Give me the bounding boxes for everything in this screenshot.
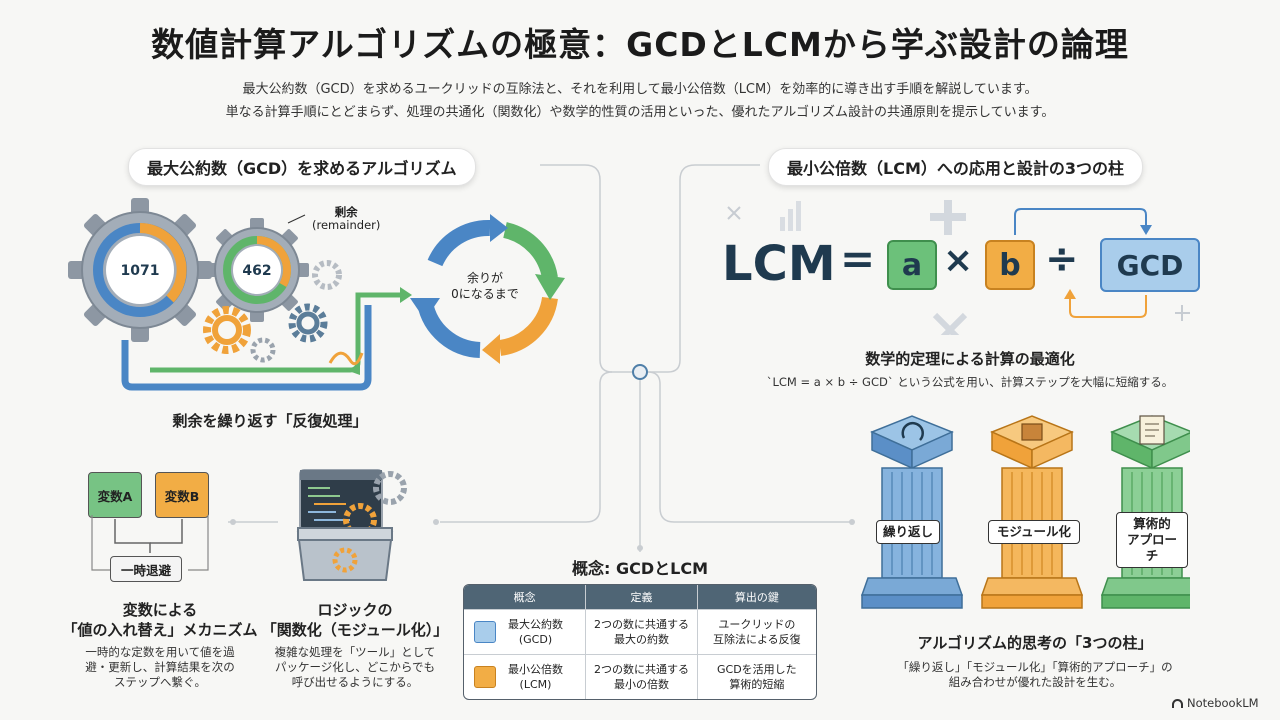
gear-a-value: 1071	[121, 263, 160, 279]
cycle-label: 余りが 0になるまで	[451, 271, 519, 301]
gear-small-blue-icon	[288, 303, 328, 343]
row-lcm-concept: 最小公倍数	[508, 663, 563, 676]
gcd-section-header: 最大公約数（GCD）を求めるアルゴリズム	[128, 148, 476, 186]
pillar-label-arith: 算術的 アプローチ	[1116, 512, 1188, 568]
pillars-description: 「繰り返し」「モジュール化」「算術的アプローチ」の 組み合わせが優れた設計を生む…	[897, 660, 1173, 689]
a-box: a	[887, 240, 937, 290]
toolbox-icon	[296, 469, 407, 581]
remainder-label: 剰余 (remainder)	[312, 205, 381, 232]
header-key: 算出の鍵	[696, 585, 816, 609]
row-lcm-key: GCDを活用した	[716, 663, 797, 676]
pillar-blue-icon	[860, 415, 964, 609]
gears-illustration: 1071 462	[68, 198, 412, 391]
var-a-box: 変数A	[88, 472, 142, 518]
concept-table: 概念 定義 算出の鍵 最大公約数(GCD) 2つの数に共通する最大の約数 ユーク…	[463, 584, 817, 700]
times-sign: ×	[943, 240, 974, 281]
row-gcd-concept: 最大公約数	[508, 618, 563, 631]
lcm-section-header: 最小公倍数（LCM）への応用と設計の3つの柱	[768, 148, 1143, 186]
cycle-arrows-icon	[410, 214, 565, 364]
gcd-caption: 剰余を繰り返す「反復処理」	[172, 412, 368, 430]
table-header: 概念 定義 算出の鍵	[464, 585, 816, 609]
gear-b-value: 462	[242, 263, 271, 279]
header-definition: 定義	[585, 585, 696, 609]
temp-box: 一時退避	[110, 556, 182, 582]
b-box: b	[985, 240, 1035, 290]
gear-large-icon	[68, 198, 212, 342]
swap-arrows	[91, 515, 209, 571]
variables-caption: 変数による 「値の入れ替え」メカニズム	[62, 601, 258, 639]
pillar-orange-icon	[980, 415, 1084, 609]
header-concept: 概念	[513, 591, 536, 604]
formula-background	[727, 200, 1190, 335]
gear-small-grey2-icon	[250, 337, 276, 363]
cube-orange-icon	[474, 666, 496, 688]
gear-medium-icon	[205, 218, 309, 322]
table-row: 最大公約数(GCD) 2つの数に共通する最大の約数 ユークリッドの互除法による反…	[464, 609, 816, 654]
brand-badge: NotebookLM	[1172, 696, 1259, 710]
gcd-box: GCD	[1100, 238, 1200, 292]
row-gcd-def: 2つの数に共通する	[594, 618, 690, 631]
notebooklm-icon	[1172, 698, 1183, 708]
equals-sign: =	[840, 234, 876, 283]
function-caption: ロジックの 「関数化（モジュール化）」	[261, 601, 449, 639]
table-row: 最小公倍数(LCM) 2つの数に共通する最小の倍数 GCDを活用した算術的短縮	[464, 654, 816, 699]
lcm-label: LCM	[722, 236, 836, 292]
row-gcd-key: ユークリッドの	[718, 618, 796, 631]
pillar-label-repeat: 繰り返し	[876, 520, 940, 544]
subtitle-line-1: 最大公約数（GCD）を求めるユークリッドの互除法と、それを利用して最小公倍数（L…	[242, 82, 1038, 97]
var-b-box: 変数B	[155, 472, 209, 518]
pillars-caption: アルゴリズム的思考の「3つの柱」	[917, 634, 1153, 652]
cube-blue-icon	[474, 621, 496, 643]
page-title: 数値計算アルゴリズムの極意：GCDとLCMから学ぶ設計の論理	[151, 25, 1129, 64]
lcm-caption: 数学的定理による計算の最適化	[865, 350, 1075, 368]
row-lcm-def: 2つの数に共通する	[594, 663, 690, 676]
hub-node	[632, 364, 648, 380]
subtitle-line-2: 単なる計算手順にとどまらず、処理の共通化（関数化）や数学的性質の活用といった、優…	[225, 105, 1055, 120]
brand-label: NotebookLM	[1187, 696, 1259, 710]
gear-small-grey-icon	[312, 260, 342, 290]
gear-small-orange-icon	[203, 306, 251, 354]
concept-table-title: 概念: GCDとLCM	[572, 559, 708, 578]
divide-sign: ÷	[1045, 236, 1079, 282]
lcm-description: `LCM = a × b ÷ GCD` という公式を用い、計算ステップを大幅に短…	[766, 375, 1174, 389]
variables-description: 一時的な定数を用いて値を過 避・更新し、計算結果を次の ステップへ繋ぐ。	[85, 645, 235, 689]
pillar-label-module: モジュール化	[988, 520, 1080, 544]
function-description: 複雑な処理を「ツール」として パッケージ化し、どこからでも 呼び出せるようにする…	[274, 645, 436, 689]
